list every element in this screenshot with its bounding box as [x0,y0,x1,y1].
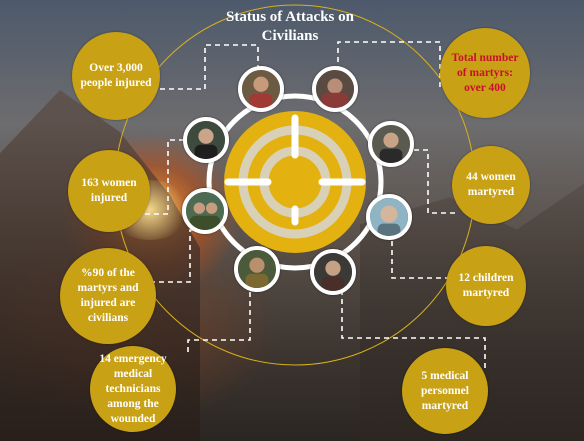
victim-photo-1 [238,66,284,112]
connector-women-injured [145,139,188,215]
victim-photo-5 [182,188,228,234]
stat-emts-wounded: 14 emergency medical technicians among t… [90,346,176,432]
connector-people-injured [160,44,259,90]
victim-photo-4 [368,121,414,167]
victim-photo-7 [234,246,280,292]
connector-women-martyred [410,149,455,214]
photo-ring [206,93,384,271]
stat-women-martyred-text: 44 women martyred [466,171,516,198]
victim-photo-6 [366,194,412,240]
stat-total-martyrs-text: Total number of martyrs: over 400 [451,51,519,94]
connector-medical [341,292,486,368]
stat-medical-martyred: 5 medical personnel martyred [402,348,488,434]
connector-civilians [150,229,198,283]
stat-civilians-percent-text: %90 of the martyrs and injured are civil… [77,267,139,324]
stat-medical-martyred-text: 5 medical personnel martyred [421,369,469,412]
stat-people-injured-text: Over 3,000 people injured [80,62,152,89]
victim-photo-8 [310,249,356,295]
stat-women-injured: 163 women injured [68,150,150,232]
connector-children-martyred [391,225,450,279]
stat-civilians-percent: %90 of the martyrs and injured are civil… [60,248,156,344]
stat-emts-wounded-text: 14 emergency medical technicians among t… [99,352,167,425]
stat-women-martyred: 44 women martyred [452,146,530,224]
stat-children-martyred: 12 children martyred [446,246,526,326]
victim-photo-2 [312,66,358,112]
connector-emts [187,288,251,352]
stat-people-injured: Over 3,000 people injured [72,32,160,120]
page-title: Status of Attacks on Civilians [226,9,354,44]
stat-total-martyrs: Total number of martyrs: over 400 [440,28,530,118]
stat-women-injured-text: 163 women injured [81,177,137,204]
victim-photo-3 [183,117,229,163]
stat-children-martyred-text: 12 children martyred [458,272,514,299]
